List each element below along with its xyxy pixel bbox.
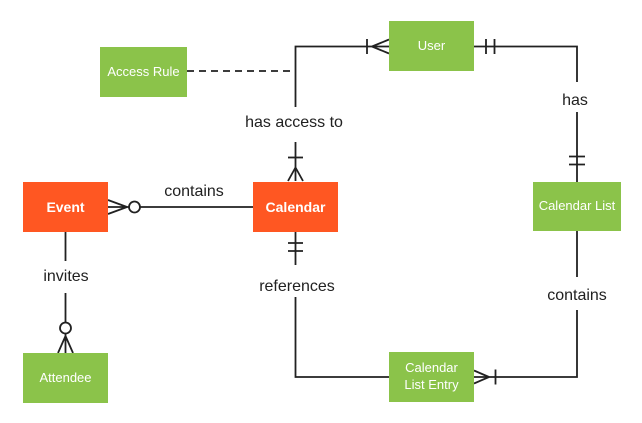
entity-user[interactable]: User (389, 21, 474, 71)
connector-calendar-list-contains-entry (473, 231, 578, 385)
connector-entry-references-calendar (288, 232, 389, 378)
connector-calendar-has-access-to-user (287, 38, 390, 182)
relationship-label-invites: invites (43, 268, 89, 285)
relationship-label-contains-entry: contains (547, 287, 607, 304)
entity-event[interactable]: Event (23, 182, 108, 232)
crowsfoot-one-or-many-icon (366, 38, 390, 55)
relationship-label-references: references (259, 278, 335, 295)
relationship-label-contains-event: contains (164, 183, 224, 200)
relationship-label-has-access-to: has access to (245, 114, 343, 131)
entity-calendar-list[interactable]: Calendar List (533, 182, 621, 231)
entity-attendee-label: Attendee (39, 369, 92, 385)
entity-calendar-label: Calendar (265, 198, 326, 215)
crowsfoot-zero-or-many-icon (107, 199, 141, 215)
exactly-one-bars-icon (569, 155, 585, 166)
entity-calendar-list-entry[interactable]: Calendar List Entry (389, 352, 474, 402)
exactly-one-bars-icon (485, 39, 496, 54)
entity-calendar-list-entry-label: Calendar List Entry (404, 360, 459, 392)
exactly-one-bars-icon (288, 242, 303, 252)
connector-user-has-calendar-list (474, 39, 585, 182)
entity-user-label: User (417, 37, 446, 53)
entity-attendee[interactable]: Attendee (23, 353, 108, 403)
relationship-label-has: has (562, 92, 588, 109)
entity-calendar-list-label: Calendar List (538, 198, 616, 214)
entity-access-rule[interactable]: Access Rule (100, 47, 187, 97)
entity-calendar[interactable]: Calendar (253, 182, 338, 232)
entity-event-label: Event (46, 198, 85, 215)
crowsfoot-one-or-many-icon (287, 156, 304, 182)
connector-event-invites-attendee (57, 232, 74, 354)
crowsfoot-one-or-many-icon (473, 369, 497, 385)
entity-access-rule-label: Access Rule (107, 63, 180, 79)
connector-calendar-contains-event (107, 199, 253, 215)
crowsfoot-zero-or-many-icon (57, 321, 74, 354)
